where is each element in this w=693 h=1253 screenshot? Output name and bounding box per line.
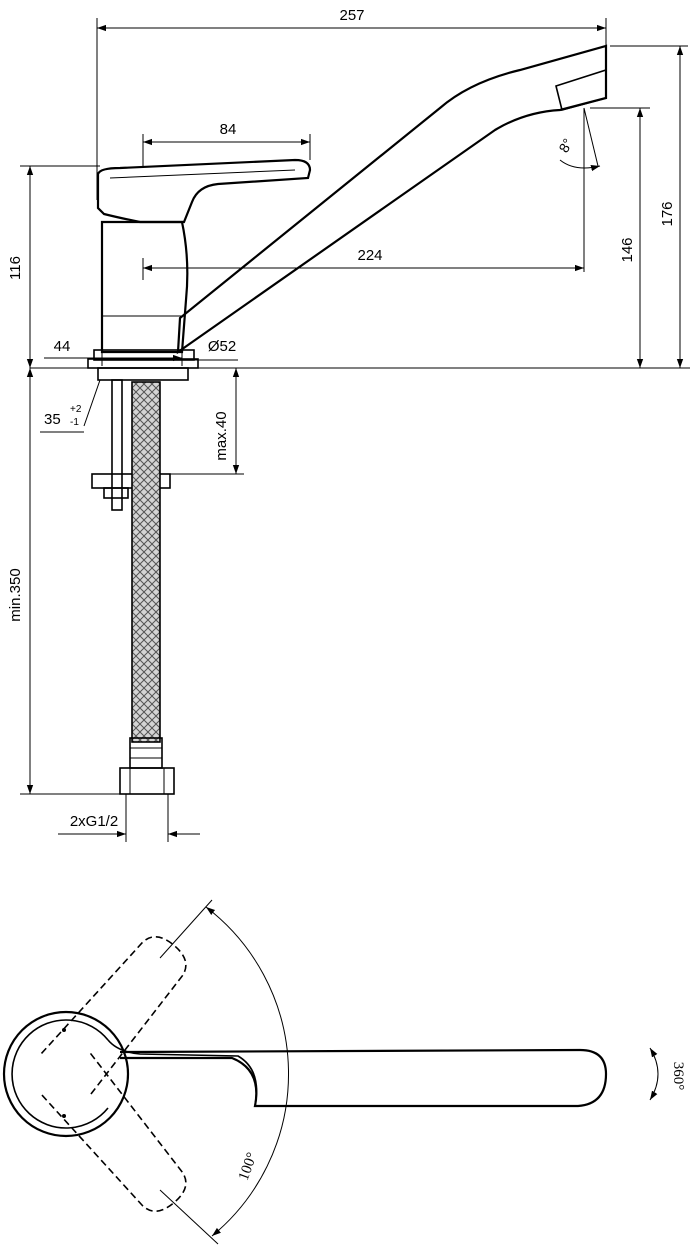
dim-base-diameter: Ø52 bbox=[208, 338, 236, 355]
dimension-lines: 257 84 224 116 146 176 8° 44 Ø bbox=[7, 7, 688, 842]
mounting-stud bbox=[111, 379, 123, 511]
side-view bbox=[30, 44, 690, 795]
dim-height-body: 116 bbox=[7, 256, 24, 280]
dim-lever-rotation: 100° bbox=[236, 1151, 261, 1183]
dim-lever-length: 84 bbox=[220, 121, 237, 138]
dim-hole-size: 35 bbox=[44, 411, 61, 428]
lever-handle bbox=[96, 158, 312, 224]
hose-connector-nut bbox=[119, 767, 175, 795]
dim-height-total: 176 bbox=[659, 201, 676, 226]
lever-position-right bbox=[40, 1052, 187, 1212]
lever-crease bbox=[109, 169, 296, 179]
dim-hole-tol-plus: +2 bbox=[70, 404, 82, 415]
dim-max-thickness: max.40 bbox=[213, 411, 230, 460]
base-flange bbox=[97, 367, 189, 381]
dim-body-diameter: 44 bbox=[54, 338, 71, 355]
dim-spout-rotation: 360° bbox=[670, 1062, 686, 1091]
fixing-plate bbox=[91, 473, 171, 489]
dim-height-outlet: 146 bbox=[619, 237, 636, 262]
spout-top bbox=[119, 1048, 608, 1108]
supply-hose bbox=[131, 381, 161, 743]
spout bbox=[176, 44, 608, 355]
dim-outlet-angle: 8° bbox=[555, 136, 576, 156]
faucet-body bbox=[100, 220, 189, 354]
lever-rotation-arc bbox=[205, 906, 289, 1237]
body-top-inner bbox=[11, 1019, 109, 1129]
spout-rotation-arrow bbox=[649, 1047, 659, 1101]
lever-position-left bbox=[40, 936, 187, 1096]
body-top-outer bbox=[2, 1010, 130, 1138]
dim-width-total: 257 bbox=[339, 7, 364, 24]
dim-connection: 2xG1/2 bbox=[70, 813, 118, 830]
dim-hose-length: min.350 bbox=[7, 568, 24, 621]
fixing-nut bbox=[103, 487, 129, 499]
dim-spout-reach: 224 bbox=[357, 247, 382, 264]
dim-hole-tol-minus: -1 bbox=[70, 417, 79, 428]
top-view: 100° 360° bbox=[2, 899, 686, 1245]
spout-aerator bbox=[555, 68, 607, 111]
